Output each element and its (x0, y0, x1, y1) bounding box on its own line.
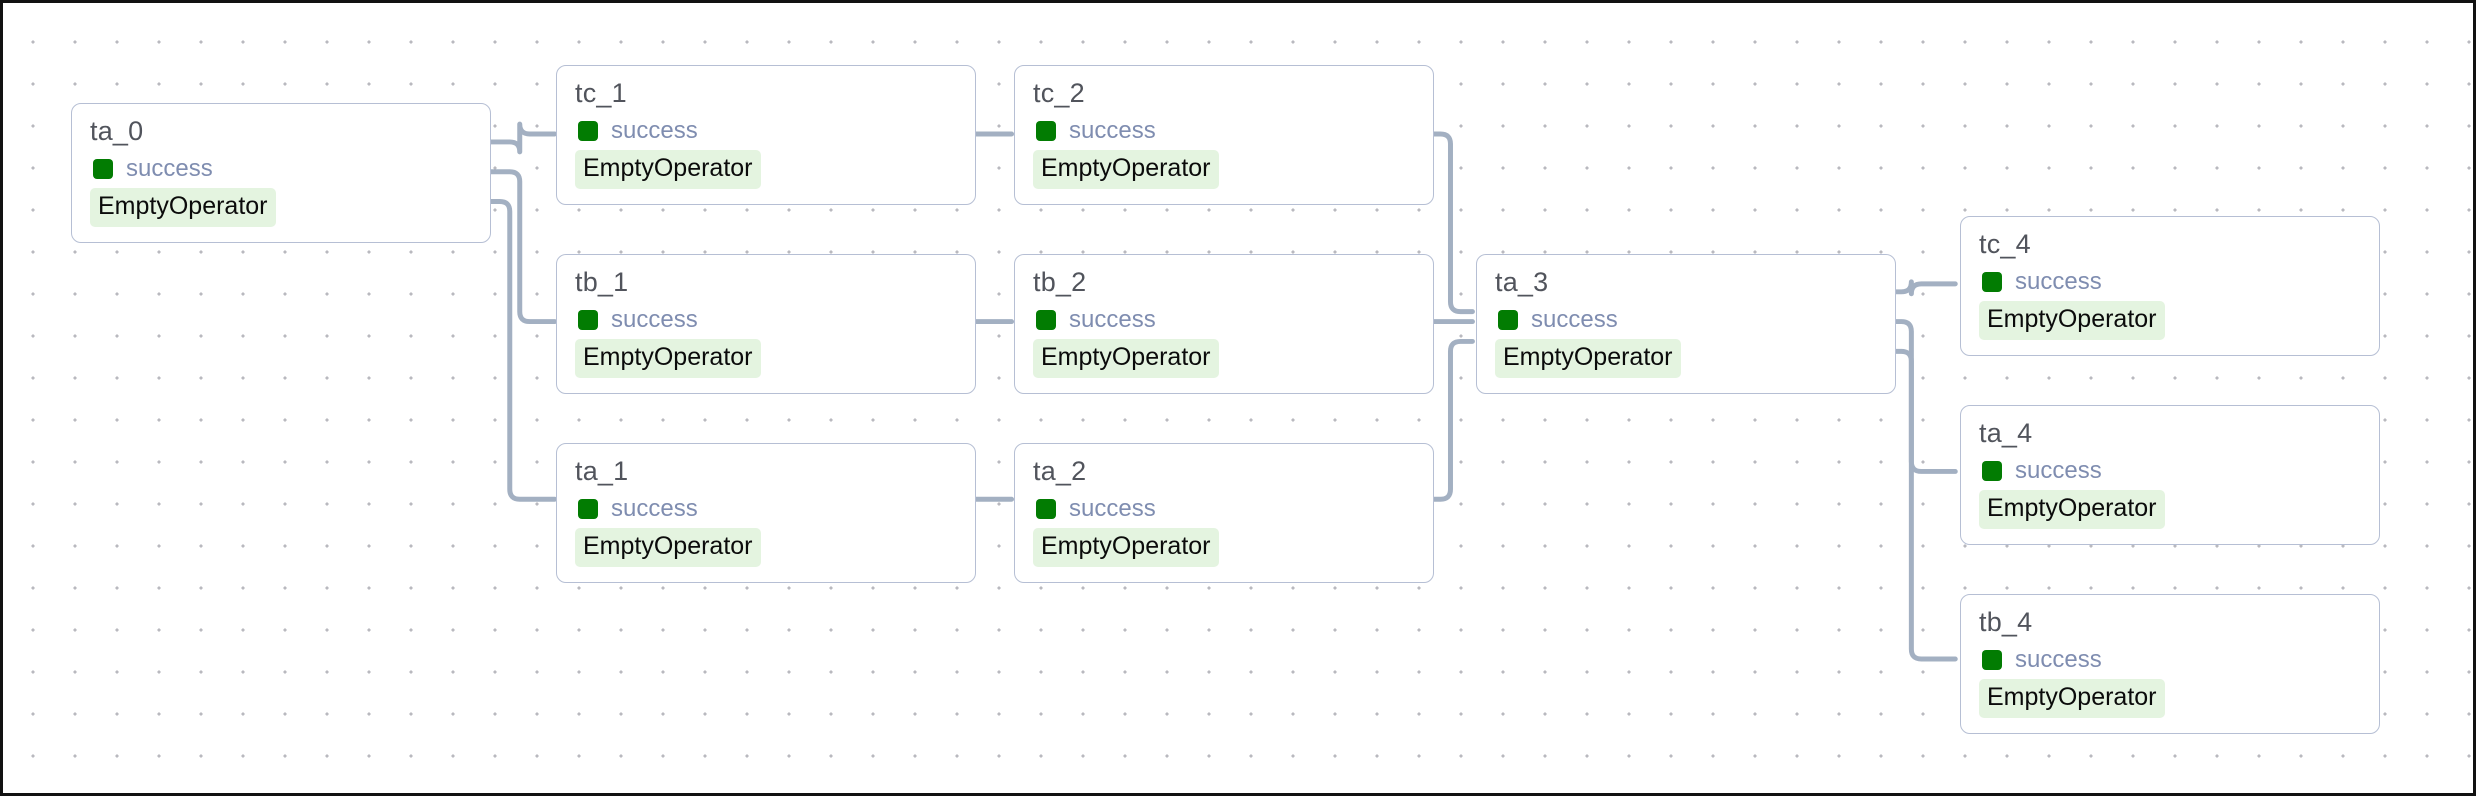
edge-ta_2-to-ta_3 (1428, 338, 1475, 502)
operator-badge: EmptyOperator (1033, 339, 1219, 378)
operator-badge: EmptyOperator (1979, 490, 2165, 529)
status-label: success (2015, 646, 2102, 673)
edge-tc_2-to-ta_3 (1428, 131, 1475, 315)
task-node-title: ta_0 (90, 116, 144, 146)
operator-badge: EmptyOperator (575, 528, 761, 567)
edge-ta_3-to-ta_4 (1888, 319, 1958, 474)
task-status-row: success (1033, 119, 1156, 143)
operator-badge: EmptyOperator (90, 188, 276, 227)
status-label: success (126, 155, 213, 182)
status-label: success (1069, 306, 1156, 333)
task-status-row: success (575, 308, 698, 332)
operator-badge: EmptyOperator (1979, 301, 2165, 340)
status-success-icon (578, 310, 598, 330)
task-node-title: tb_4 (1979, 607, 2033, 637)
status-label: success (1069, 495, 1156, 522)
status-success-icon (1982, 272, 2002, 292)
status-label: success (2015, 457, 2102, 484)
status-success-icon (1498, 310, 1518, 330)
task-node-title: ta_1 (575, 456, 629, 486)
status-label: success (2015, 268, 2102, 295)
status-label: success (1069, 117, 1156, 144)
status-success-icon (1982, 461, 2002, 481)
task-node-title: ta_4 (1979, 418, 2033, 448)
status-success-icon (1982, 650, 2002, 670)
edge-ta_3-to-tb_4 (1888, 348, 1958, 662)
task-node-title: ta_2 (1033, 456, 1087, 486)
operator-badge: EmptyOperator (575, 339, 761, 378)
task-status-row: success (1979, 648, 2102, 672)
status-success-icon (1036, 121, 1056, 141)
task-node-title: tc_1 (575, 78, 627, 108)
task-status-row: success (1495, 308, 1618, 332)
status-success-icon (93, 159, 113, 179)
status-success-icon (578, 499, 598, 519)
status-label: success (611, 117, 698, 144)
task-status-row: success (575, 497, 698, 521)
task-status-row: success (575, 119, 698, 143)
status-label: success (611, 495, 698, 522)
task-status-row: success (1033, 308, 1156, 332)
edge-ta_3-to-tc_4 (1888, 279, 1958, 297)
edge-ta_0-to-tb_1 (487, 169, 558, 325)
task-node-title: tc_2 (1033, 78, 1085, 108)
edge-ta_0-to-tc_1 (487, 121, 558, 155)
task-node-title: tb_2 (1033, 267, 1087, 297)
status-success-icon (1036, 310, 1056, 330)
operator-badge: EmptyOperator (1495, 339, 1681, 378)
task-status-row: success (90, 157, 213, 181)
task-status-row: success (1979, 459, 2102, 483)
status-success-icon (1036, 499, 1056, 519)
task-node-title: ta_3 (1495, 267, 1549, 297)
operator-badge: EmptyOperator (1033, 528, 1219, 567)
status-label: success (1531, 306, 1618, 333)
task-status-row: success (1979, 270, 2102, 294)
operator-badge: EmptyOperator (575, 150, 761, 189)
status-success-icon (578, 121, 598, 141)
operator-badge: EmptyOperator (1033, 150, 1219, 189)
task-node-title: tc_4 (1979, 229, 2031, 259)
task-status-row: success (1033, 497, 1156, 521)
edge-ta_0-to-ta_1 (487, 199, 558, 502)
operator-badge: EmptyOperator (1979, 679, 2165, 718)
status-label: success (611, 306, 698, 333)
task-node-title: tb_1 (575, 267, 629, 297)
